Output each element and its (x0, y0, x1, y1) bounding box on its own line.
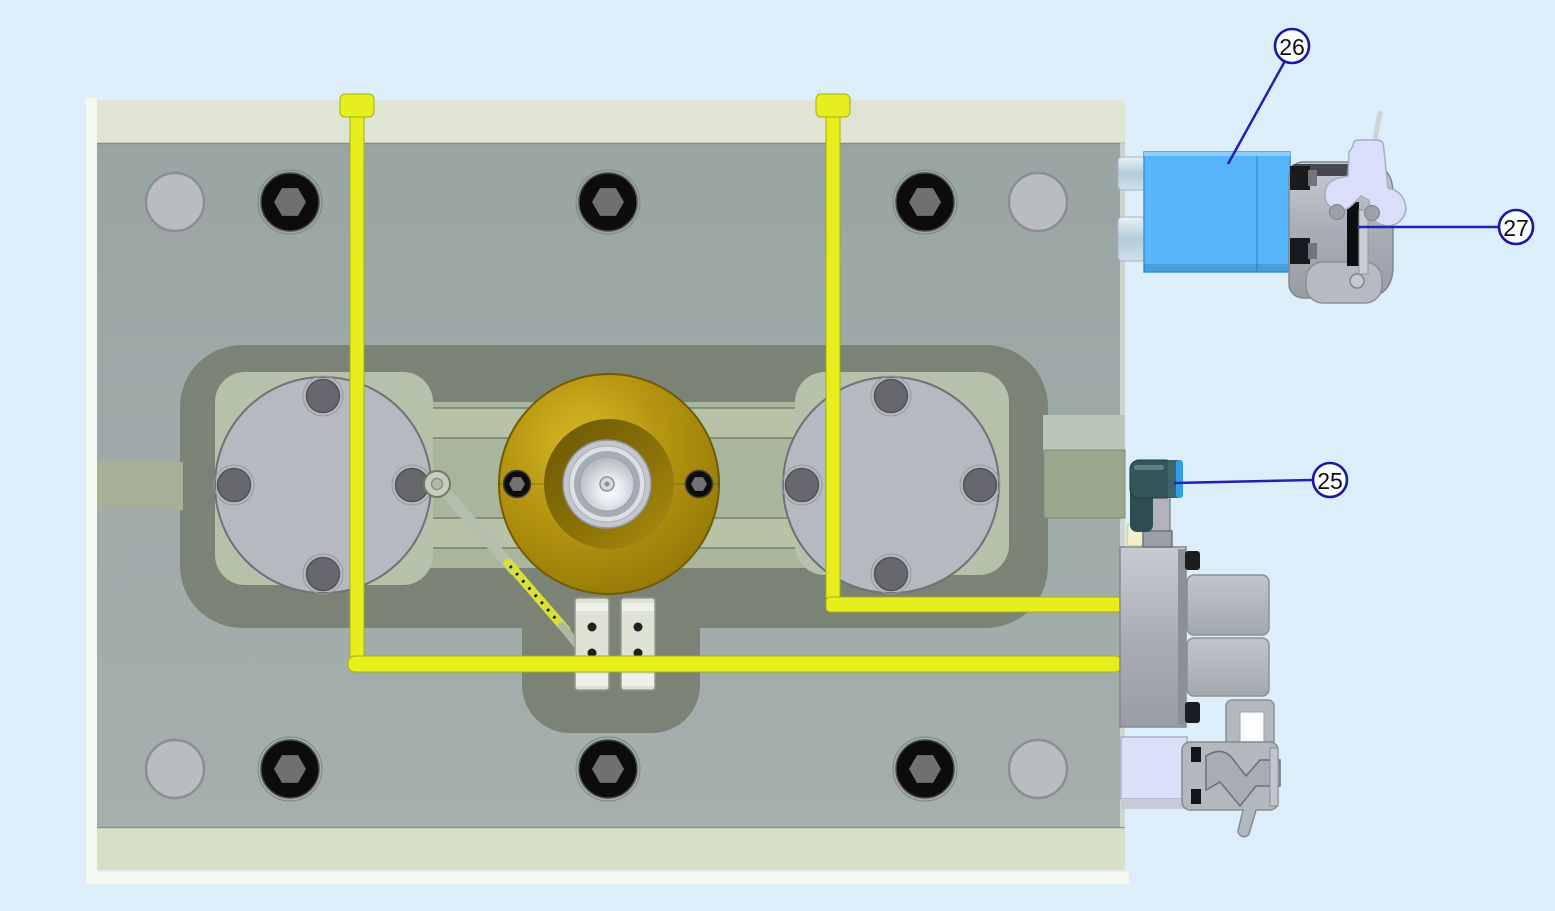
hex-socket-screw (892, 169, 958, 235)
right-channel (1043, 449, 1126, 519)
plate-bottom-edge (97, 827, 1125, 870)
disc-screw (870, 375, 912, 417)
clamp-band-black (1347, 202, 1359, 266)
valve-module (1186, 637, 1270, 697)
bracket-window (1239, 711, 1265, 743)
disc-screw (302, 375, 344, 417)
tube-upper-horizontal (825, 596, 1123, 613)
callout-number: 27 (1503, 215, 1529, 241)
valve-boot (1305, 261, 1383, 304)
nozzle-center-hole (604, 481, 610, 487)
leader-line-26 (1226, 60, 1287, 165)
solenoid-valve[interactable] (1117, 151, 1291, 273)
tube-right-vertical (825, 109, 841, 609)
callout-balloon[interactable] (1497, 208, 1535, 246)
callout-25[interactable]: 25 (1173, 461, 1349, 499)
callout-number: 26 (1279, 34, 1305, 60)
tube-left-head (339, 93, 375, 118)
ring-screw (684, 469, 714, 499)
plate-edge-highlight-bottom (86, 872, 1129, 884)
lower-clamp-bracket[interactable] (1181, 699, 1281, 838)
ring-screw (502, 469, 532, 499)
disc-screw (870, 553, 912, 595)
right-cover-disc[interactable] (781, 375, 1001, 595)
right-boss (1043, 415, 1125, 452)
callout-balloon[interactable] (1273, 27, 1311, 65)
bolt-hole (1007, 171, 1069, 233)
disc-screw (959, 464, 1001, 506)
disc-screw (302, 553, 344, 595)
hex-socket-screw (575, 169, 641, 235)
leader-line-25 (1173, 478, 1313, 485)
plate-edge-highlight-left (86, 98, 97, 884)
valve-port (1117, 156, 1146, 191)
hex-socket-screw (257, 169, 323, 235)
fitting-hex-nut (1142, 530, 1173, 548)
locating-ring[interactable] (498, 373, 720, 595)
tube-right-head (815, 93, 851, 118)
bolt (1290, 166, 1310, 190)
hex-socket-screw (575, 736, 641, 802)
valve-port (1117, 216, 1146, 262)
clamp-lever-assembly[interactable] (1288, 110, 1407, 304)
hex-socket-screw (892, 736, 958, 802)
elbow-fitting[interactable] (1126, 459, 1183, 548)
rod-spring-coils (508, 565, 564, 627)
callout-26[interactable]: 26 (1226, 27, 1311, 165)
valve-base-lavender (1120, 736, 1188, 800)
callout-number: 25 (1317, 468, 1343, 494)
tube-left-vertical (349, 109, 365, 669)
release-lever (1324, 139, 1407, 227)
solenoid-coil-blue (1143, 151, 1291, 273)
elbow-blue-collet (1176, 460, 1183, 498)
tube-lower-horizontal (347, 655, 1123, 673)
bolt (1290, 238, 1310, 264)
claw-profile (1205, 750, 1281, 808)
callout-balloon[interactable] (1311, 461, 1349, 499)
bolt-hole (1007, 738, 1069, 800)
valve-knob (1185, 551, 1200, 570)
air-tubing[interactable] (339, 93, 1123, 673)
bolt-hole (144, 738, 206, 800)
valve-knob (1185, 702, 1200, 723)
disc-screw (213, 464, 255, 506)
disc-screw (781, 464, 823, 506)
bolt-hole (144, 171, 206, 233)
left-channel (97, 462, 183, 510)
callout-27[interactable]: 27 (1357, 208, 1535, 246)
hex-socket-screw (257, 736, 323, 802)
plate-top-edge (97, 100, 1125, 143)
valve-module (1186, 574, 1270, 636)
left-cover-disc[interactable] (213, 375, 433, 595)
